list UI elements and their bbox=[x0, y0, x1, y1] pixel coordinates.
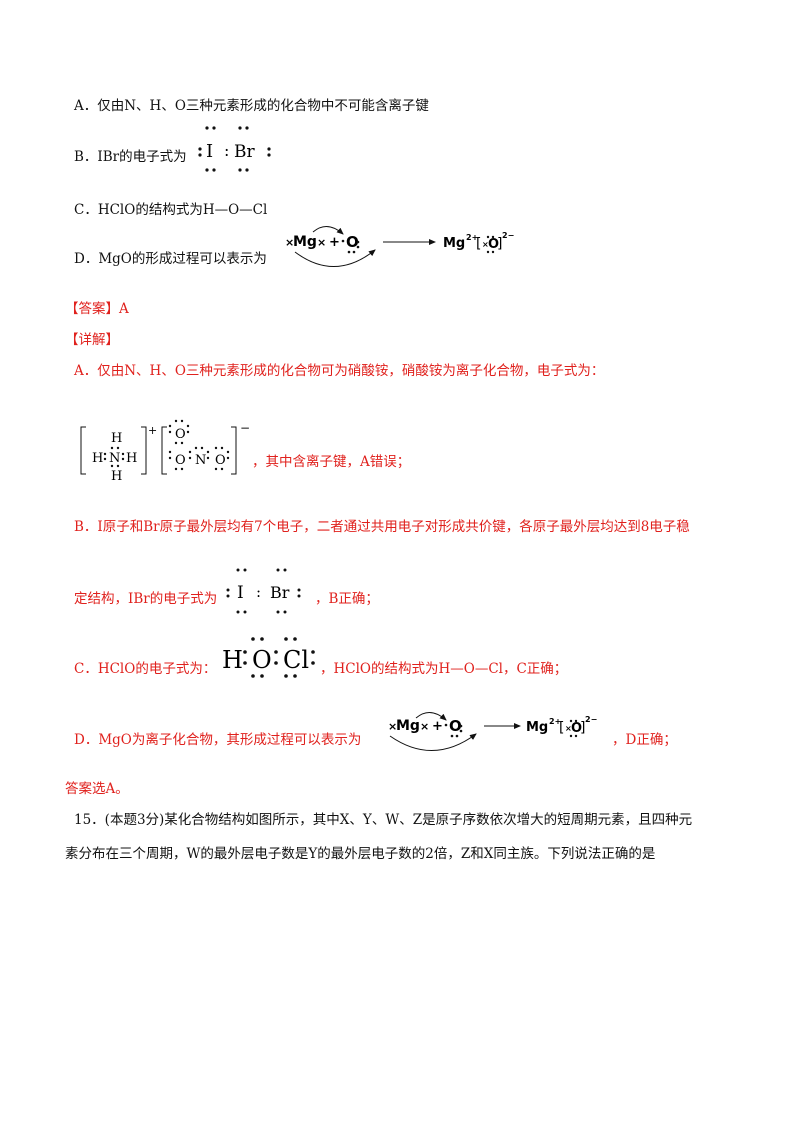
svg-text:×: × bbox=[565, 724, 572, 733]
detail-c-text: C．HClO的电子式为： bbox=[74, 661, 217, 677]
question15-line1: 15．(本题3分)某化合物结构如图所示，其中X、Y、W、Z是原子序数依次增大的短… bbox=[74, 812, 693, 828]
svg-text:Mg: Mg bbox=[396, 718, 420, 734]
svg-text:+: + bbox=[432, 719, 443, 734]
option-c: C．HClO的结构式为H—O—Cl bbox=[74, 202, 268, 218]
svg-text:H: H bbox=[126, 451, 137, 466]
svg-text:×: × bbox=[285, 236, 294, 249]
mgo-bracket: [ bbox=[476, 236, 481, 252]
hclo-o: O bbox=[252, 646, 272, 674]
svg-text:[: [ bbox=[559, 720, 564, 736]
mgo-o-atom: O bbox=[346, 233, 359, 251]
svg-text:−: − bbox=[240, 421, 250, 435]
svg-text:2+: 2+ bbox=[549, 717, 561, 726]
nh4no3-electron-formula: + − H H N H H O O N O bbox=[78, 412, 258, 484]
no3-n: N bbox=[195, 453, 206, 468]
ibr-electron-formula-answer: I : Br bbox=[224, 566, 314, 616]
nh4-n: N bbox=[109, 451, 120, 466]
ibr-electron-formula: I : Br bbox=[196, 124, 286, 174]
option-a: A．仅由N、H、O三种元素形成的化合物中不可能含离子键 bbox=[74, 98, 429, 114]
detail-d-text: D．MgO为离子化合物，其形成过程可以表示为 bbox=[74, 732, 362, 748]
svg-text:×: × bbox=[388, 720, 397, 733]
svg-text:]: ] bbox=[580, 720, 585, 736]
mgo-mg-atom: Mg bbox=[293, 234, 317, 250]
option-b: B．IBr的电子式为 bbox=[74, 149, 187, 165]
detail-a-tail: ，其中含离子键，A错误； bbox=[252, 454, 411, 470]
detail-d-tail: ，D正确； bbox=[612, 732, 677, 748]
detail-a-text: A．仅由N、H、O三种元素形成的化合物可为硝酸铵，硝酸铵为离子化合物，电子式为： bbox=[74, 363, 605, 379]
ibr-br: Br bbox=[234, 142, 255, 162]
svg-text:×: × bbox=[317, 236, 326, 249]
final-answer: 答案选A。 bbox=[65, 781, 129, 797]
question15-line2: 素分布在三个周期，W的最外层电子数是Y的最外层电子数的2倍，Z和X同主族。下列说… bbox=[65, 846, 656, 862]
ibr-colon: : bbox=[224, 141, 229, 160]
svg-text:×: × bbox=[482, 240, 489, 249]
svg-text:]: ] bbox=[497, 236, 502, 252]
svg-text:+: + bbox=[329, 235, 340, 250]
no3-o-right: O bbox=[215, 453, 226, 468]
hclo-h: H bbox=[222, 646, 243, 674]
mgo-formation-process-answer: × Mg × + O Mg 2+ [ × O ] 2− bbox=[388, 710, 608, 762]
detail-label: 【详解】 bbox=[65, 332, 119, 348]
svg-text:2−: 2− bbox=[585, 715, 597, 724]
svg-text:O: O bbox=[449, 717, 462, 735]
detail-b-text2: 定结构，IBr的电子式为 bbox=[74, 591, 218, 607]
svg-text:H: H bbox=[92, 451, 103, 466]
svg-text:2+: 2+ bbox=[466, 233, 478, 242]
option-d: D．MgO的形成过程可以表示为 bbox=[74, 251, 267, 267]
svg-text:Mg: Mg bbox=[526, 720, 548, 735]
svg-text:O: O bbox=[571, 721, 582, 736]
answer-label: 【答案】A bbox=[65, 301, 129, 317]
svg-text:2−: 2− bbox=[502, 231, 514, 240]
detail-b-text: B．I原子和Br原子最外层均有7个电子，二者通过共用电子对形成共价键，各原子最外… bbox=[74, 519, 690, 535]
ibr-i: I bbox=[206, 141, 213, 162]
svg-text::: : bbox=[256, 583, 261, 601]
detail-b-tail: ，B正确； bbox=[315, 591, 379, 607]
svg-text:I: I bbox=[237, 583, 244, 603]
svg-text:+: + bbox=[148, 424, 157, 437]
no3-o-top: O bbox=[175, 427, 186, 442]
hclo-electron-formula: H O Cl bbox=[220, 633, 320, 683]
detail-c-tail: ，HClO的结构式为H—O—Cl，C正确； bbox=[320, 661, 568, 677]
svg-text:Br: Br bbox=[270, 583, 290, 602]
no3-o-left: O bbox=[175, 453, 186, 468]
mgo-o-ion: O bbox=[488, 237, 499, 252]
hclo-cl: Cl bbox=[283, 646, 309, 674]
svg-text:H: H bbox=[111, 431, 122, 446]
mgo-formation-process: × Mg × + O Mg 2+ [ × O ] 2− bbox=[285, 222, 514, 274]
svg-text:×: × bbox=[420, 720, 429, 733]
svg-text:H: H bbox=[111, 469, 122, 484]
mgo-mg-ion: Mg bbox=[443, 236, 465, 251]
